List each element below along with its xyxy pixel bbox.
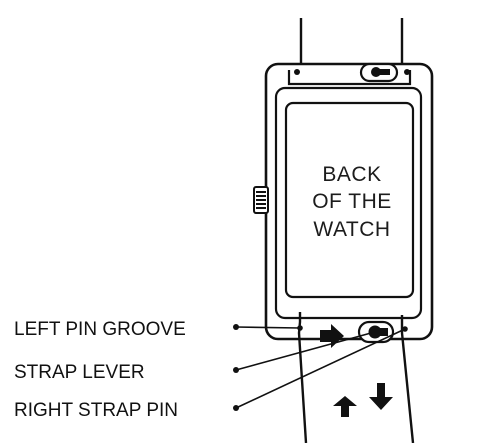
label-strap-lever: STRAP LEVER (14, 362, 145, 383)
top-left-pin-icon (294, 69, 300, 75)
leader-left-pin-groove (235, 326, 301, 329)
callout-dot-right-strap-pin (233, 405, 239, 411)
watch-back-label: BACK OF THE WATCH (312, 163, 392, 241)
arrow-up-icon (333, 396, 357, 417)
label-right-strap-pin: RIGHT STRAP PIN (14, 400, 178, 421)
arrow-down-icon (369, 383, 393, 410)
watch-back-line-3: WATCH (313, 218, 390, 241)
watch-back-plate (284, 101, 415, 299)
callout-dots (233, 324, 239, 411)
callout-leaders (235, 326, 406, 409)
crown-icon (253, 186, 269, 214)
label-left-pin-groove: LEFT PIN GROOVE (14, 319, 186, 340)
callout-dot-left-pin-groove (233, 324, 239, 330)
callout-dot-strap-lever (233, 367, 239, 373)
watch-back-line-2: OF THE (312, 190, 392, 213)
watch-case (264, 62, 434, 341)
bottom-strap-lever (357, 320, 395, 344)
watch-back-line-1: BACK (322, 163, 381, 186)
arrow-right-icon (320, 324, 344, 348)
watch-case-inner (274, 86, 423, 320)
callout-labels: LEFT PIN GROOVE STRAP LEVER RIGHT STRAP … (14, 319, 186, 421)
top-lug-area (287, 62, 412, 86)
leader-right-strap-pin (235, 328, 406, 409)
leader-strap-lever (235, 332, 372, 371)
top-right-pin-icon (404, 69, 410, 75)
direction-arrows (320, 324, 393, 417)
